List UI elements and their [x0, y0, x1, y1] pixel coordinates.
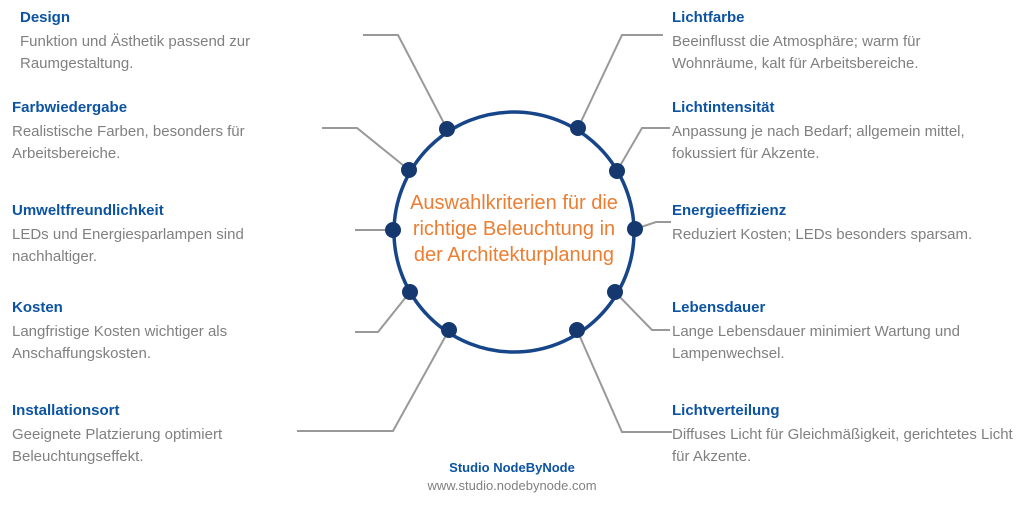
- footer-website-url: www.studio.nodebynode.com: [427, 478, 597, 493]
- item-energieeffizienz-title: Energieeffizienz: [672, 202, 787, 219]
- node-dot-kosten: [402, 284, 418, 300]
- item-lichtintensitaet: Lichtintensität Anpassung je nach Bedarf…: [672, 98, 1007, 165]
- node-dot-installationsort: [441, 322, 457, 338]
- item-lichtverteilung-description: Diffuses Licht für Gleichmäßigkeit, geri…: [672, 426, 1013, 465]
- item-installationsort-title: Installationsort: [12, 402, 120, 419]
- connector-line-kosten: [355, 291, 411, 333]
- node-dot-energieeffizienz: [627, 221, 643, 237]
- item-kosten-description: Langfristige Kosten wichtiger als Anscha…: [12, 323, 228, 362]
- node-dot-lichtverteilung: [569, 322, 585, 338]
- item-lichtfarbe-description: Beeinflusst die Atmosphäre; warm für Woh…: [672, 33, 921, 72]
- item-design-title: Design: [20, 9, 71, 26]
- item-design-description: Funktion und Ästhetik passend zur Raumge…: [20, 33, 251, 72]
- node-dot-lebensdauer: [607, 284, 623, 300]
- node-dot-lichtfarbe: [570, 120, 586, 136]
- item-farbwiedergabe: Farbwiedergabe Realistische Farben, beso…: [12, 98, 272, 165]
- footer: Studio NodeByNode www.studio.nodebynode.…: [0, 459, 1024, 495]
- node-dot-farbwiedergabe: [401, 162, 417, 178]
- item-lichtfarbe: Lichtfarbe Beeinflusst die Atmosphäre; w…: [672, 8, 957, 75]
- item-farbwiedergabe-description: Realistische Farben, besonders für Arbei…: [12, 123, 245, 162]
- connector-line-lichtverteilung: [576, 329, 672, 433]
- node-dot-umweltfreundlichkeit: [385, 222, 401, 238]
- item-umweltfreundlichkeit-description: LEDs und Energiesparlampen sind nachhalt…: [12, 226, 244, 265]
- connector-line-farbwiedergabe: [322, 127, 410, 171]
- item-lichtverteilung-title: Lichtverteilung: [672, 402, 780, 419]
- item-farbwiedergabe-title: Farbwiedergabe: [12, 99, 128, 116]
- item-kosten: Kosten Langfristige Kosten wichtiger als…: [12, 298, 267, 365]
- item-energieeffizienz-description: Reduziert Kosten; LEDs besonders sparsam…: [672, 226, 973, 243]
- connector-line-design: [363, 34, 448, 130]
- item-umweltfreundlichkeit: Umweltfreundlichkeit LEDs und Energiespa…: [12, 201, 274, 268]
- item-installationsort-description: Geeignete Platzierung optimiert Beleucht…: [12, 426, 223, 465]
- hub-title: Auswahlkriterien für die richtige Beleuc…: [410, 192, 618, 266]
- connector-line-installationsort: [297, 329, 450, 432]
- node-dot-design: [439, 121, 455, 137]
- item-lichtintensitaet-title: Lichtintensität: [672, 99, 775, 116]
- item-umweltfreundlichkeit-title: Umweltfreundlichkeit: [12, 202, 164, 219]
- connector-line-lichtfarbe: [577, 34, 663, 129]
- item-energieeffizienz: Energieeffizienz Reduziert Kosten; LEDs …: [672, 201, 1012, 246]
- item-lebensdauer: Lebensdauer Lange Lebensdauer minimiert …: [672, 298, 992, 365]
- footer-studio-name: Studio NodeByNode: [449, 460, 575, 475]
- item-kosten-title: Kosten: [12, 299, 63, 316]
- connector-line-lebensdauer: [614, 291, 670, 331]
- node-dot-lichtintensitaet: [609, 163, 625, 179]
- item-lebensdauer-description: Lange Lebensdauer minimiert Wartung und …: [672, 323, 960, 362]
- connector-line-lichtintensitaet: [616, 127, 670, 172]
- item-lichtverteilung: Lichtverteilung Diffuses Licht für Gleic…: [672, 401, 1019, 468]
- item-lebensdauer-title: Lebensdauer: [672, 299, 766, 316]
- item-installationsort: Installationsort Geeignete Platzierung o…: [12, 401, 267, 468]
- item-lichtintensitaet-description: Anpassung je nach Bedarf; allgemein mitt…: [672, 123, 965, 162]
- item-design: Design Funktion und Ästhetik passend zur…: [20, 8, 280, 75]
- item-lichtfarbe-title: Lichtfarbe: [672, 9, 745, 26]
